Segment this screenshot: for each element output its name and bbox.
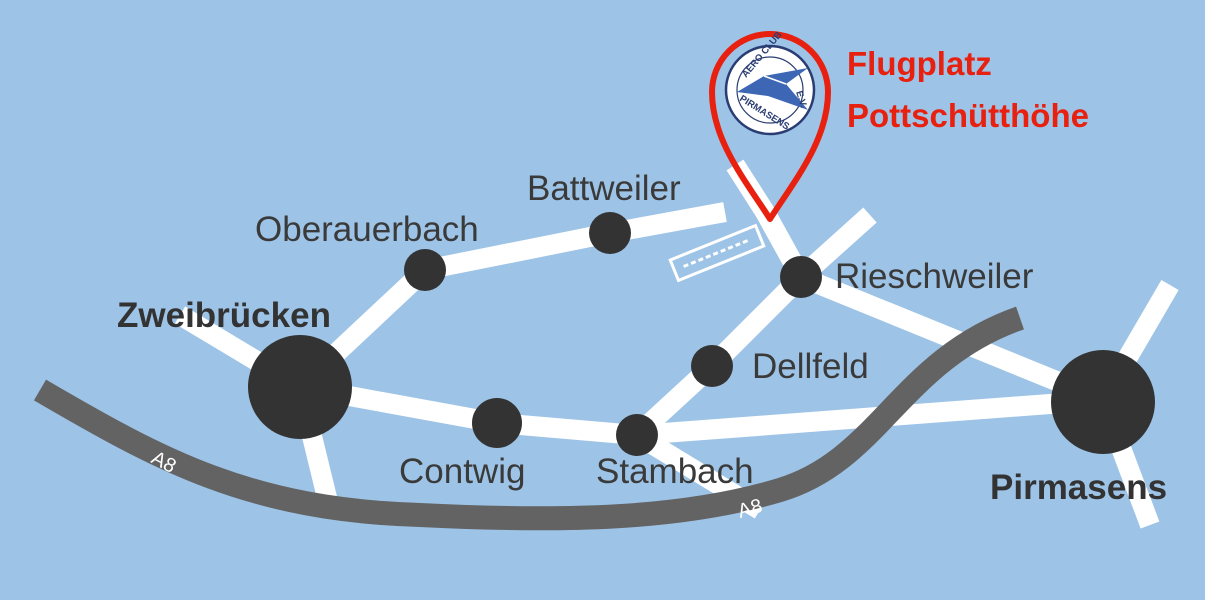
- map-pin-icon: [709, 31, 831, 222]
- town-dot-contwig: [472, 398, 522, 448]
- city-label-zweibruecken: Zweibrücken: [117, 296, 331, 335]
- aero-club-logo: AERO CLUB PIRMASENS E.V.: [724, 29, 816, 136]
- road-stambach-rieschweiler: [630, 207, 877, 443]
- town-label-rieschweiler: Rieschweiler: [835, 257, 1034, 296]
- town-label-battweiler: Battweiler: [527, 169, 681, 208]
- city-dot-zweibruecken: [248, 335, 352, 439]
- town-dot-stambach: [616, 414, 658, 456]
- town-label-dellfeld: Dellfeld: [752, 347, 869, 386]
- road-zweibruecken-battweiler: [293, 202, 727, 395]
- runway-icon: [668, 223, 766, 283]
- highway-a8: [33, 306, 1025, 531]
- destination-label-line2: Pottschütthöhe: [847, 97, 1089, 134]
- glider-icon: [737, 68, 808, 110]
- road-rieschweiler-pirmasens: [797, 267, 1107, 410]
- town-label-contwig: Contwig: [399, 452, 525, 491]
- town-dot-rieschweiler: [780, 256, 822, 298]
- city-dot-pirmasens: [1051, 350, 1155, 454]
- logo-text-side: E.V.: [793, 90, 809, 110]
- town-dot-dellfeld: [691, 345, 733, 387]
- city-label-pirmasens: Pirmasens: [990, 468, 1167, 507]
- destination-marker: AERO CLUB PIRMASENS E.V. Flugplatz Potts…: [709, 29, 1089, 222]
- town-dots: [248, 212, 1155, 456]
- destination-label-line1: Flugplatz: [847, 45, 992, 82]
- town-label-oberauerbach: Oberauerbach: [255, 210, 479, 249]
- town-dot-battweiler: [589, 212, 631, 254]
- town-dot-oberauerbach: [404, 249, 446, 291]
- town-label-stambach: Stambach: [596, 452, 754, 491]
